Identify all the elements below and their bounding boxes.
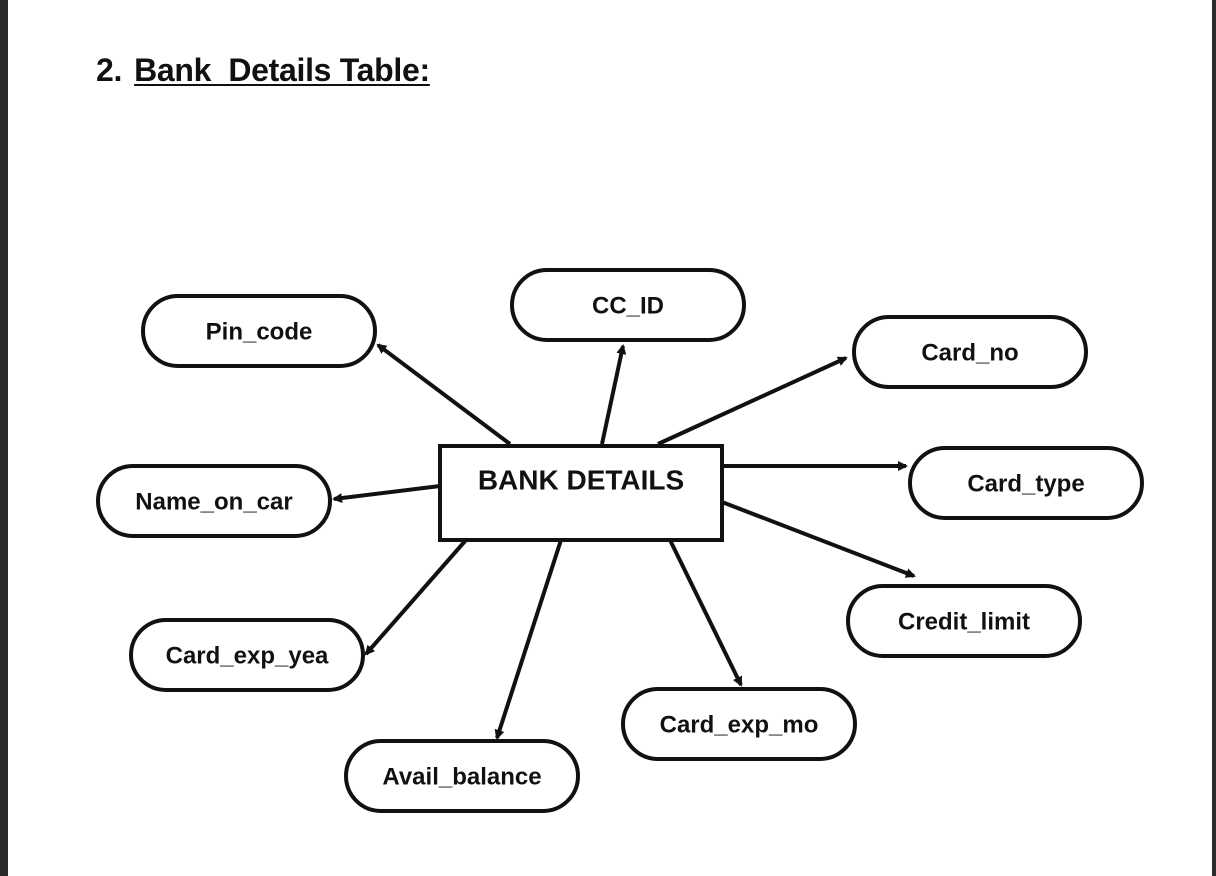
connector-card-no: [657, 356, 848, 446]
entity-bank-details: BANK DETAILS: [438, 444, 724, 542]
window-edge-left: [0, 0, 8, 876]
connector-card-exp-yea: [364, 538, 468, 656]
attribute-label: Card_exp_mo: [660, 711, 819, 738]
attribute-card-exp-yea: Card_exp_yea: [129, 618, 365, 692]
attribute-label: Card_no: [921, 339, 1018, 366]
connector-avail-balance: [494, 539, 563, 740]
attribute-card-exp-mo: Card_exp_mo: [621, 687, 857, 761]
attribute-pin-code: Pin_code: [141, 294, 377, 368]
section-title: Bank Details Table:: [134, 52, 430, 88]
connector-pin-code: [376, 343, 512, 446]
attribute-label: Avail_balance: [382, 763, 541, 790]
attribute-label: Credit_limit: [898, 608, 1030, 635]
attribute-card-type: Card_type: [908, 446, 1144, 520]
attribute-label: CC_ID: [592, 292, 664, 319]
connector-card-exp-mo: [668, 539, 743, 687]
connector-name-on-car: [332, 484, 441, 503]
connector-credit-limit: [721, 500, 916, 578]
entity-label: BANK DETAILS: [478, 464, 684, 495]
attribute-credit-limit: Credit_limit: [846, 584, 1082, 658]
attribute-name-on-car: Name_on_car: [96, 464, 332, 538]
attribute-card-no: Card_no: [852, 315, 1088, 389]
window-edge-right: [1212, 0, 1216, 876]
attribute-label: Name_on_car: [135, 488, 292, 515]
attribute-label: Card_type: [967, 470, 1084, 497]
section-heading: 2. Bank Details Table:: [96, 52, 430, 89]
section-number: 2.: [96, 52, 123, 88]
attribute-label: Card_exp_yea: [166, 642, 329, 669]
attribute-cc-id: CC_ID: [510, 268, 746, 342]
attribute-avail-balance: Avail_balance: [344, 739, 580, 813]
attribute-label: Pin_code: [206, 318, 313, 345]
connector-cc-id: [600, 344, 627, 445]
